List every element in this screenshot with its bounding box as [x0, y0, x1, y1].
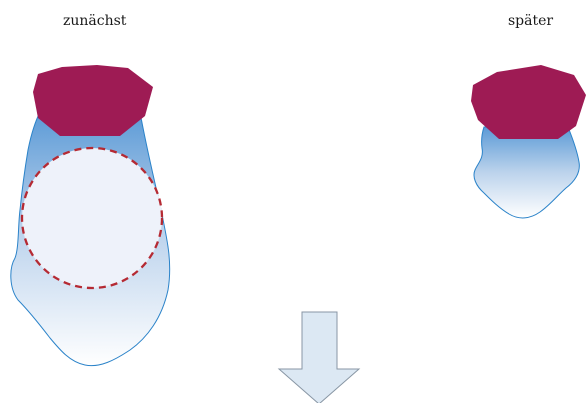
initial-tooth-group — [10, 65, 171, 367]
initial-crown — [33, 65, 153, 136]
later-tooth-root — [473, 126, 580, 219]
down-arrow-icon — [277, 311, 361, 403]
label-initial: zunächst — [63, 13, 127, 29]
dashed-circle-marker — [20, 146, 164, 290]
later-tooth-group — [471, 65, 586, 219]
later-crown — [471, 65, 586, 139]
label-later: später — [508, 13, 554, 29]
